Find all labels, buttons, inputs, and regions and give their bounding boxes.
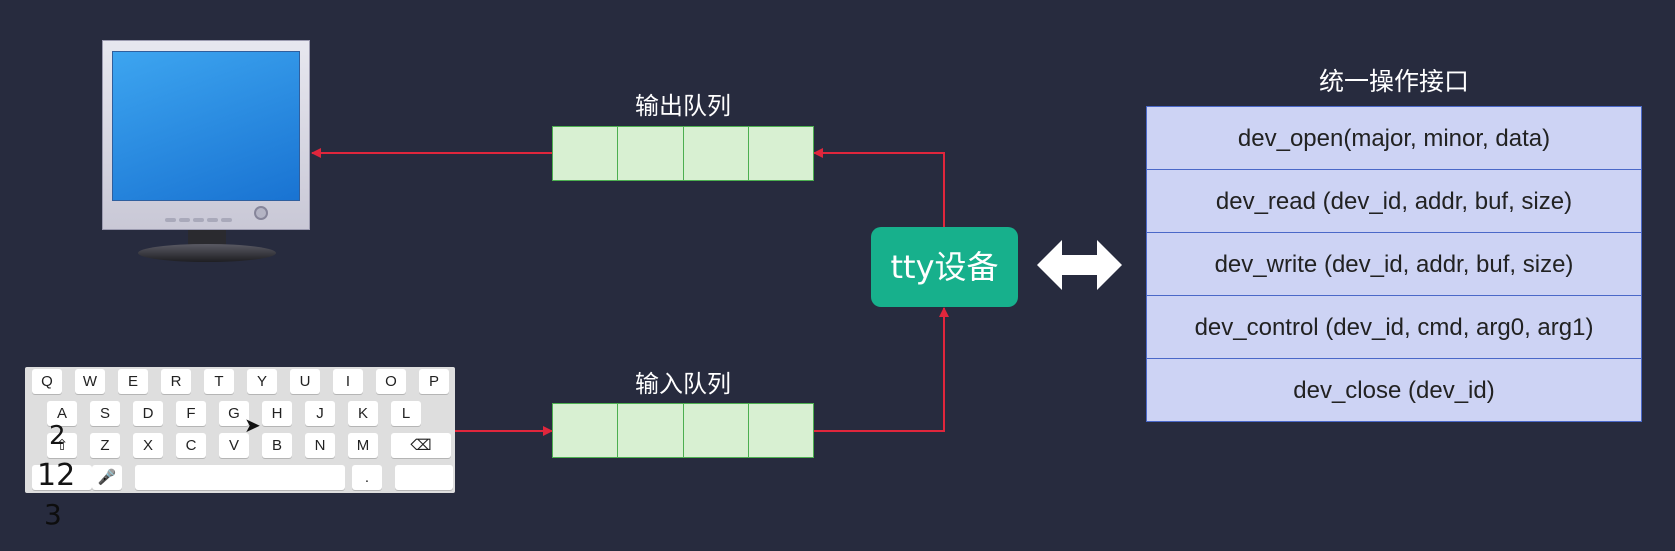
monitor-icon (102, 40, 312, 265)
queue-cell (748, 127, 813, 180)
keyboard-key: C (176, 433, 206, 458)
output-queue (552, 126, 814, 181)
interface-row-control: dev_control (dev_id, cmd, arg0, arg1) (1147, 296, 1641, 359)
keyboard-key: A (47, 401, 77, 426)
keyboard-key (32, 465, 92, 490)
monitor-base (138, 244, 276, 262)
keyboard-key: Q (32, 369, 62, 394)
tty-device-node: tty设备 (871, 227, 1018, 307)
double-arrow-icon (1037, 240, 1122, 290)
keyboard-key: B (262, 433, 292, 458)
keyboard-key: T (204, 369, 234, 394)
keyboard-key: F (176, 401, 206, 426)
interface-row-close: dev_close (dev_id) (1293, 377, 1495, 404)
keyboard-key: V (219, 433, 249, 458)
keyboard-key: P (419, 369, 449, 394)
input-queue-label: 输入队列 (635, 370, 731, 398)
queue-cell (553, 127, 619, 180)
input-queue (552, 403, 814, 458)
output-queue-label: 输出队列 (635, 92, 731, 120)
queue-cell (683, 127, 749, 180)
queue-cell (618, 404, 684, 457)
queue-cell (748, 404, 813, 457)
keyboard-key: K (348, 401, 378, 426)
keyboard-key: W (75, 369, 105, 394)
monitor-screen (112, 51, 300, 201)
keyboard-key: O (376, 369, 406, 394)
interface-row-open: dev_open(major, minor, data) (1147, 107, 1641, 170)
keyboard-key: X (133, 433, 163, 458)
interface-row-read: dev_read (dev_id, addr, buf, size) (1147, 170, 1641, 233)
keyboard-key: ⇧ (47, 433, 77, 458)
keyboard-key: R (161, 369, 191, 394)
queue-cell (553, 404, 619, 457)
overlay-number: 12 (37, 458, 76, 493)
keyboard-key: I (333, 369, 363, 394)
overlay-number: 3 (44, 498, 62, 531)
keyboard-key: G (219, 401, 249, 426)
keyboard-key (135, 465, 345, 490)
keyboard-key: . (352, 465, 382, 490)
monitor-buttons (165, 218, 232, 222)
keyboard-key: ⌫ (391, 433, 451, 458)
keyboard-key: N (305, 433, 335, 458)
keyboard-key: J (305, 401, 335, 426)
arrow-input-queue-to-tty (814, 307, 949, 432)
arrow-tty-to-output-queue (813, 148, 945, 227)
keyboard-key: L (391, 401, 421, 426)
overlay-number: 2 (49, 421, 66, 451)
keyboard-key: 🎤 (92, 465, 122, 490)
keyboard-key: U (290, 369, 320, 394)
interface-table: dev_open(major, minor, data) dev_read (d… (1146, 106, 1642, 422)
keyboard-key: Y (247, 369, 277, 394)
interface-title: 统一操作接口 (1318, 67, 1469, 96)
interface-row-write: dev_write (dev_id, addr, buf, size) (1147, 233, 1641, 296)
keyboard-key: S (90, 401, 120, 426)
queue-cell (683, 404, 749, 457)
keyboard-key: D (133, 401, 163, 426)
power-button-icon (254, 206, 268, 220)
monitor-neck (188, 230, 226, 248)
monitor-bezel (102, 40, 310, 230)
keyboard-key: E (118, 369, 148, 394)
mouse-cursor-icon: ➤ (244, 413, 261, 437)
queue-cell (618, 127, 684, 180)
keyboard-key: H (262, 401, 292, 426)
keyboard-key (395, 465, 453, 490)
keyboard-key: M (348, 433, 378, 458)
keyboard-key: Z (90, 433, 120, 458)
